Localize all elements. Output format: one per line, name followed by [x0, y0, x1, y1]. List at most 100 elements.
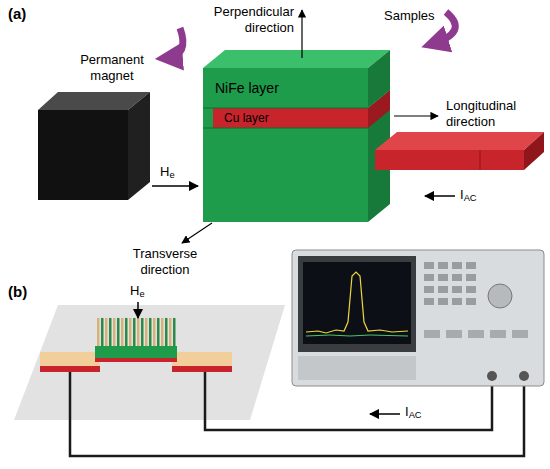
contact-pad [172, 352, 232, 366]
network-analyzer [298, 256, 416, 352]
panel-label: (a) [8, 6, 48, 22]
network-analyzer [466, 286, 476, 293]
panel-label: (b) [8, 284, 48, 300]
sample-stack [203, 108, 368, 222]
network-analyzer [438, 298, 448, 305]
network-analyzer [468, 330, 484, 338]
field-label: He [130, 283, 160, 299]
field-arrow [152, 185, 198, 187]
network-analyzer [424, 286, 434, 293]
comb-sample [129, 318, 132, 346]
layer-label: NiFe layer [215, 80, 279, 96]
network-analyzer [452, 262, 462, 269]
comb-sample [95, 346, 177, 358]
network-analyzer [424, 274, 434, 281]
layer-box: Cu layer [214, 108, 366, 128]
current-label: IAC [460, 187, 500, 203]
permanent-magnet [38, 92, 150, 200]
substrate [14, 305, 285, 420]
sample-stack [203, 50, 390, 68]
network-analyzer [487, 371, 497, 381]
comb-sample [157, 318, 160, 346]
network-analyzer [488, 284, 512, 308]
contact-pad [40, 352, 100, 366]
network-analyzer [424, 330, 440, 338]
purple-pointer [432, 12, 455, 44]
network-analyzer [438, 286, 448, 293]
permanent-magnet [38, 110, 128, 200]
network-analyzer [424, 262, 434, 269]
sample-stack [375, 150, 524, 170]
network-analyzer [303, 262, 411, 344]
comb-sample [145, 318, 148, 346]
network-analyzer [466, 274, 476, 281]
comb-sample [125, 318, 128, 346]
comb-sample [161, 318, 164, 346]
sample-stack [375, 132, 544, 150]
axis-arrow [301, 10, 302, 58]
comb-sample [173, 318, 176, 346]
comb-sample [169, 318, 172, 346]
comb-sample [95, 358, 177, 362]
comb-sample [137, 318, 140, 346]
network-analyzer [424, 298, 434, 305]
comb-sample [133, 318, 136, 346]
axis-arrow [394, 115, 438, 116]
current-label: IAC [405, 404, 445, 420]
comb-sample [153, 318, 156, 346]
comb-sample [121, 318, 124, 346]
network-analyzer [490, 330, 506, 338]
network-analyzer [512, 330, 528, 338]
comb-sample [141, 318, 144, 346]
permanent-magnet [128, 92, 150, 200]
callout-label: Samples [384, 8, 444, 24]
sample-stack [368, 50, 390, 108]
field-label: He [160, 164, 190, 180]
network-analyzer [438, 262, 448, 269]
sample-stack [203, 68, 368, 108]
sample-stack [203, 108, 368, 109]
comb-sample [113, 318, 116, 346]
purple-pointer [166, 28, 183, 58]
sample-stack [480, 150, 481, 170]
field-arrow [137, 302, 139, 318]
comb-sample [149, 318, 152, 346]
callout-label: Permanent magnet [72, 52, 152, 84]
network-analyzer [306, 335, 408, 336]
comb-sample [97, 318, 100, 346]
comb-sample [117, 318, 120, 346]
sample-stack [203, 128, 368, 129]
current-arrow [425, 195, 455, 197]
layer-label: Cu layer [224, 111, 269, 125]
network-analyzer [452, 286, 462, 293]
sample-stack [203, 50, 544, 222]
axis-label: Longitudinal direction [446, 98, 548, 130]
contact-pad [40, 366, 100, 372]
network-analyzer [292, 250, 544, 386]
sample-stack [524, 132, 544, 170]
network-analyzer [452, 274, 462, 281]
comb-sample [165, 318, 168, 346]
network-analyzer [466, 262, 476, 269]
network-analyzer [446, 330, 462, 338]
network-analyzer [466, 298, 476, 305]
network-analyzer [519, 371, 529, 381]
comb-sample [105, 318, 108, 346]
network-analyzer [306, 272, 408, 333]
axis-arrow [182, 223, 212, 243]
network-analyzer [292, 250, 544, 386]
sample-stack [213, 108, 368, 128]
axis-label: Transverse direction [118, 246, 212, 278]
current-arrow [370, 413, 400, 415]
layer-box: NiFe layer [205, 69, 365, 107]
axis-label: Perpendicular direction [196, 4, 294, 36]
network-analyzer [452, 298, 462, 305]
comb-sample [95, 318, 177, 362]
contact-pad [172, 366, 232, 372]
comb-sample [109, 318, 112, 346]
network-analyzer [298, 356, 416, 380]
network-analyzer [438, 274, 448, 281]
comb-sample [101, 318, 104, 346]
